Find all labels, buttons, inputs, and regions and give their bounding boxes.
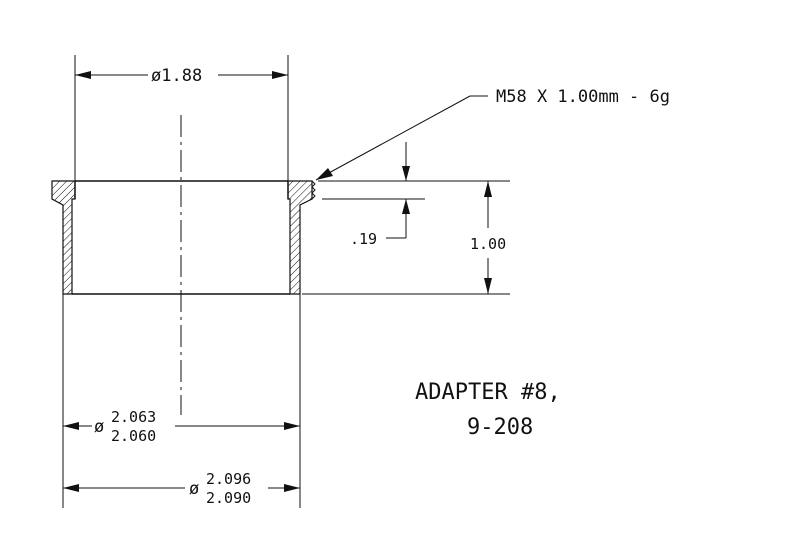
outer-lower-label: 2.090 bbox=[206, 489, 251, 507]
arrowhead bbox=[402, 166, 410, 181]
arrowhead bbox=[402, 199, 410, 214]
bore-diameter-dimension: ø 2.063 2.060 bbox=[63, 408, 300, 445]
outer-upper-label: 2.096 bbox=[206, 470, 251, 488]
svg-text:ø1.88: ø1.88 bbox=[151, 66, 202, 86]
arrowhead bbox=[484, 278, 492, 294]
title-line-2: 9-208 bbox=[467, 415, 533, 440]
flange-label: .19 bbox=[350, 230, 377, 248]
height-label: 1.00 bbox=[470, 235, 506, 253]
outer-diameter-dimension: ø 2.096 2.090 bbox=[63, 470, 300, 507]
arrowhead bbox=[63, 484, 79, 492]
inner-diameter-dimension: ø1.88 bbox=[74, 55, 289, 181]
arrowhead bbox=[284, 422, 300, 430]
title-line-1: ADAPTER #8, bbox=[415, 380, 561, 405]
arrowhead bbox=[316, 168, 333, 180]
height-dimension: 1.00 bbox=[470, 181, 506, 294]
arrowhead bbox=[484, 181, 492, 197]
dia-symbol: ø bbox=[189, 479, 199, 499]
bore-lower-label: 2.060 bbox=[111, 427, 156, 445]
arrowhead bbox=[272, 71, 288, 79]
thread-callout-label: M58 X 1.00mm - 6g bbox=[496, 87, 670, 107]
left-wall-section bbox=[51, 180, 76, 295]
arrowhead bbox=[75, 71, 91, 79]
bore-upper-label: 2.063 bbox=[111, 408, 156, 426]
thread-callout-leader: M58 X 1.00mm - 6g bbox=[315, 87, 670, 181]
dia-symbol: ø bbox=[151, 66, 161, 86]
inner-diameter-label: 1.88 bbox=[161, 66, 202, 86]
flange-dimension: .19 bbox=[350, 142, 410, 248]
dia-symbol: ø bbox=[94, 417, 104, 437]
arrowhead bbox=[284, 484, 300, 492]
arrowhead bbox=[63, 422, 79, 430]
right-wall-section bbox=[287, 180, 316, 295]
